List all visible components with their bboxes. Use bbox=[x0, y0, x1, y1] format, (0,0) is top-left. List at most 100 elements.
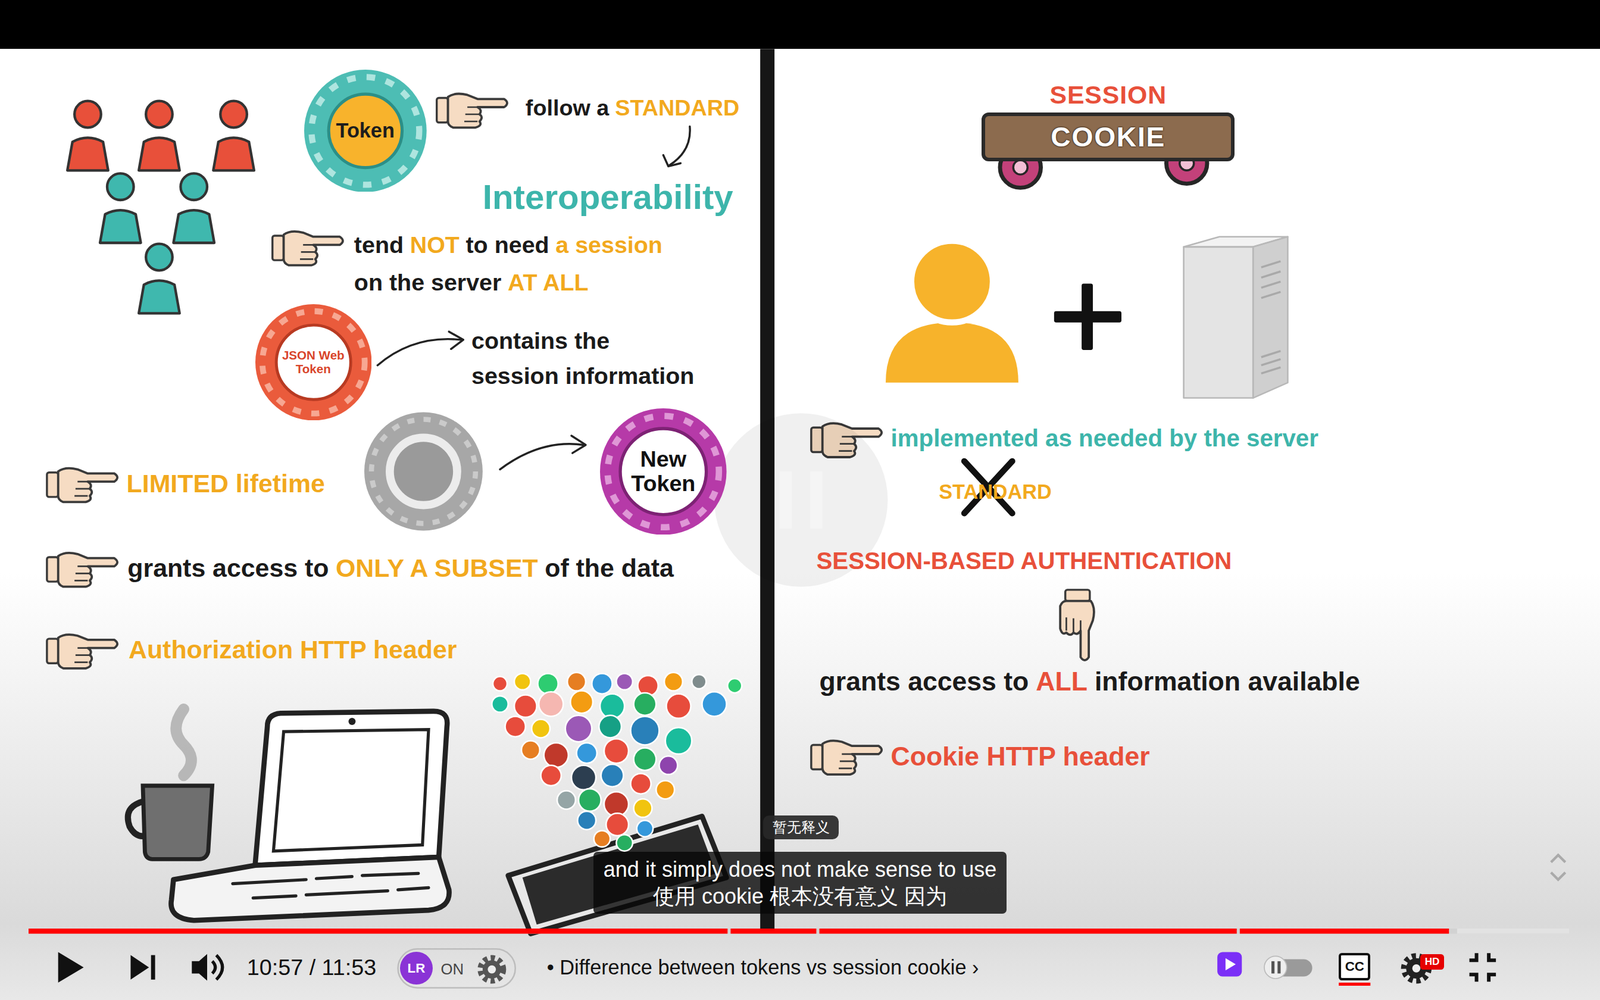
app-icon-cloud bbox=[633, 692, 657, 716]
diagram-label: ALL bbox=[1035, 665, 1088, 698]
app-icon-cloud bbox=[541, 765, 562, 786]
label-line: on the serverAT ALL bbox=[354, 268, 589, 297]
app-icon-cloud bbox=[578, 788, 602, 812]
person-icon bbox=[173, 173, 215, 243]
node-label: 暂无释义 bbox=[772, 818, 830, 837]
diagram-label: LIMITED lifetime bbox=[126, 468, 325, 499]
word-tooltip: 暂无释义 bbox=[763, 815, 839, 840]
laptop bbox=[348, 717, 356, 725]
curved-arrow bbox=[448, 331, 464, 349]
laptop bbox=[232, 873, 429, 898]
person-icon bbox=[213, 101, 255, 171]
extension-badge: LR bbox=[400, 951, 433, 985]
node-label: New Token bbox=[623, 447, 703, 496]
diagram-label: a session bbox=[555, 230, 663, 259]
player-controls bbox=[58, 855, 1566, 989]
app-icon-cloud bbox=[571, 765, 596, 790]
expired-token-disc bbox=[364, 412, 483, 531]
diagram-label: Authorization HTTP header bbox=[128, 634, 457, 665]
app-icon-cloud bbox=[701, 691, 727, 717]
server-tower bbox=[1252, 236, 1288, 399]
diagram-label: tend bbox=[354, 230, 404, 259]
label-line: Cookie HTTP header bbox=[891, 740, 1150, 773]
diagram-label: Cookie HTTP header bbox=[891, 740, 1150, 773]
next-button bbox=[130, 955, 149, 980]
wagon-label: COOKIE bbox=[1050, 120, 1166, 153]
curved-arrow bbox=[571, 435, 586, 453]
app-icon-cloud bbox=[544, 742, 569, 768]
node-label: CC bbox=[1345, 960, 1365, 974]
diagram-label: SESSION-BASED AUTHENTICATION bbox=[816, 547, 1232, 576]
laptop bbox=[170, 857, 449, 921]
diagram-label: of the data bbox=[544, 552, 674, 584]
app-icon-cloud bbox=[600, 694, 625, 719]
scroll-chevrons bbox=[1551, 855, 1566, 880]
scroll-chevrons bbox=[1551, 855, 1566, 863]
extension-pill bbox=[398, 948, 516, 988]
app-icon-cloud bbox=[633, 748, 657, 771]
app-icon-cloud bbox=[636, 820, 653, 837]
progress-bar bbox=[1457, 928, 1570, 934]
diagram-label: 10:57 / 11:53 bbox=[247, 954, 377, 981]
wagon-plank: COOKIE bbox=[981, 112, 1235, 162]
laptop bbox=[255, 711, 448, 866]
diagram-label: contains the session information bbox=[471, 323, 699, 394]
diagram-label: • Difference between tokens vs session c… bbox=[547, 955, 980, 980]
app-icon-cloud bbox=[531, 719, 550, 739]
label-line: Authorization HTTP header bbox=[128, 634, 457, 665]
app-icon-cloud bbox=[616, 834, 633, 851]
app-icon-cloud bbox=[630, 773, 651, 794]
app-icon-cloud bbox=[633, 798, 653, 818]
progress-bar bbox=[28, 928, 1570, 934]
scroll-chevrons bbox=[1551, 872, 1566, 880]
pointing-hand bbox=[47, 552, 118, 587]
label-line: tendNOTto needa session bbox=[354, 230, 663, 259]
diagram-label: ON bbox=[441, 960, 465, 979]
wagon-wheel bbox=[1013, 160, 1028, 175]
fullscreen-exit-icon bbox=[1488, 952, 1496, 961]
expired-token-disc bbox=[371, 419, 476, 524]
label-line: Interoperability bbox=[482, 176, 734, 218]
volume-button bbox=[212, 955, 223, 980]
diagram-label: STANDARD bbox=[938, 479, 1052, 505]
expired-token-disc bbox=[389, 437, 458, 505]
diagram-label: grants access to bbox=[127, 552, 329, 584]
app-icon-cloud bbox=[492, 676, 508, 692]
diagram-label: STANDARD bbox=[614, 94, 740, 122]
video-frame bbox=[0, 48, 1600, 1000]
curved-arrow bbox=[500, 444, 584, 470]
diagram-label: NOT bbox=[410, 230, 460, 259]
curved-arrow bbox=[377, 339, 462, 366]
diagram-label: on the server bbox=[354, 268, 502, 297]
session-cookie-wagon: SESSIONCOOKIE bbox=[981, 79, 1235, 162]
diagram-label: follow a bbox=[525, 94, 609, 122]
miniplayer-icon bbox=[1217, 951, 1242, 977]
app-icon-cloud bbox=[605, 813, 629, 836]
label-line: • Difference between tokens vs session c… bbox=[547, 955, 980, 980]
node-label: JSON Web Token bbox=[280, 348, 346, 375]
diagram-label: implemented as needed by the server bbox=[891, 424, 1319, 453]
app-icon-cloud bbox=[491, 695, 508, 712]
autoplay-toggle bbox=[1264, 955, 1313, 979]
autoplay-toggle bbox=[1264, 955, 1287, 979]
coffee-mug bbox=[142, 785, 213, 859]
diagram-label: grants access to bbox=[819, 665, 1030, 698]
jwt-disc: JSON Web Token bbox=[255, 304, 372, 421]
coffee-mug bbox=[127, 708, 213, 859]
label-line: LIMITED lifetime bbox=[126, 468, 325, 499]
person-icon bbox=[138, 244, 180, 314]
server-tower bbox=[1183, 247, 1254, 399]
disc-stripes bbox=[607, 415, 720, 527]
app-icon-cloud bbox=[570, 691, 593, 714]
diagram-label: to need bbox=[466, 230, 550, 259]
user-icon bbox=[911, 241, 993, 323]
pointing-hand bbox=[436, 94, 508, 128]
app-icon-cloud bbox=[591, 673, 612, 694]
captions-underline bbox=[1338, 982, 1371, 986]
settings-gear bbox=[480, 958, 503, 981]
expired-token-disc bbox=[364, 412, 483, 531]
app-icon-cloud bbox=[598, 715, 622, 739]
label-line: SESSION-BASED AUTHENTICATION bbox=[816, 547, 1232, 576]
